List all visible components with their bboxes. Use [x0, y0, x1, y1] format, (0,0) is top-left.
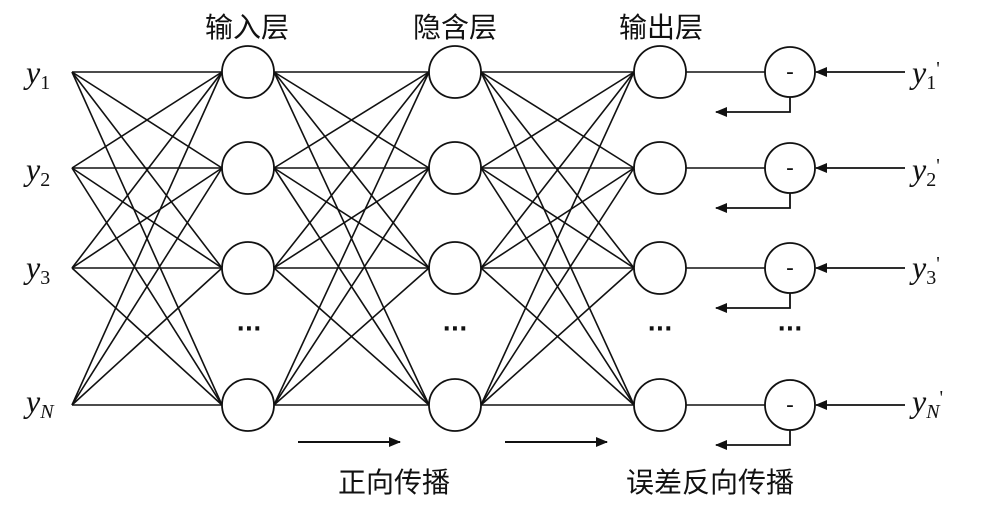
connection-line: [273, 71, 430, 269]
connection-line: [480, 71, 635, 406]
connection-line: [480, 71, 635, 269]
error-comparators: - - - -: [686, 46, 816, 431]
hidden-neuron: [428, 45, 482, 99]
connection-line: [273, 71, 430, 169]
connection-line: [273, 267, 430, 406]
output-neuron: [633, 241, 687, 295]
target-label: y2': [909, 151, 940, 191]
error-feedback-arrow: [715, 193, 791, 213]
comparator-symbol: -: [786, 60, 794, 85]
connection-line: [273, 71, 430, 406]
input-label: y2: [23, 151, 50, 191]
hidden-layer-title: 隐含层: [413, 11, 497, 44]
connection-line: [71, 167, 223, 269]
output-layer-title: 输出层: [619, 11, 703, 44]
ellipsis-input: ···: [236, 317, 261, 342]
input-neuron: [221, 378, 275, 432]
arrows: [298, 67, 905, 450]
connection-line: [480, 71, 635, 169]
input-label: y1: [23, 54, 50, 94]
error-feedback-arrow: [715, 430, 791, 450]
target-label: y3': [909, 249, 940, 289]
comparator-symbol: -: [786, 256, 794, 281]
output-neuron: [633, 378, 687, 432]
target-label: yN': [909, 383, 943, 423]
comparator-symbol: -: [786, 393, 794, 418]
error-feedback-arrow: [715, 293, 791, 313]
hidden-neuron: [428, 241, 482, 295]
forward-propagation-caption: 正向传播: [338, 466, 450, 499]
network-connections: [71, 71, 635, 406]
hidden-neuron: [428, 378, 482, 432]
ellipsis-output: ···: [647, 317, 672, 342]
output-neuron: [633, 45, 687, 99]
comparator-symbol: -: [786, 156, 794, 181]
input-neuron: [221, 241, 275, 295]
connection-line: [71, 71, 223, 406]
connection-line: [71, 167, 223, 406]
connection-line: [273, 167, 430, 269]
connection-line: [273, 167, 430, 406]
connection-line: [71, 71, 223, 169]
network-nodes: [221, 45, 687, 432]
ellipsis-comparator: ···: [777, 317, 802, 342]
ellipsis-hidden: ···: [442, 317, 467, 342]
connection-line: [480, 267, 635, 406]
connection-line: [480, 167, 635, 406]
input-neuron: [221, 141, 275, 195]
input-label: y3: [23, 249, 50, 289]
target-label: y1': [909, 54, 940, 94]
connection-line: [71, 267, 223, 406]
backward-propagation-caption: 误差反向传播: [626, 466, 794, 499]
hidden-neuron: [428, 141, 482, 195]
input-neuron: [221, 45, 275, 99]
connection-line: [480, 167, 635, 269]
output-neuron: [633, 141, 687, 195]
input-layer-title: 输入层: [205, 11, 289, 44]
input-label: yN: [23, 383, 55, 423]
error-feedback-arrow: [715, 97, 791, 117]
connection-line: [71, 71, 223, 269]
